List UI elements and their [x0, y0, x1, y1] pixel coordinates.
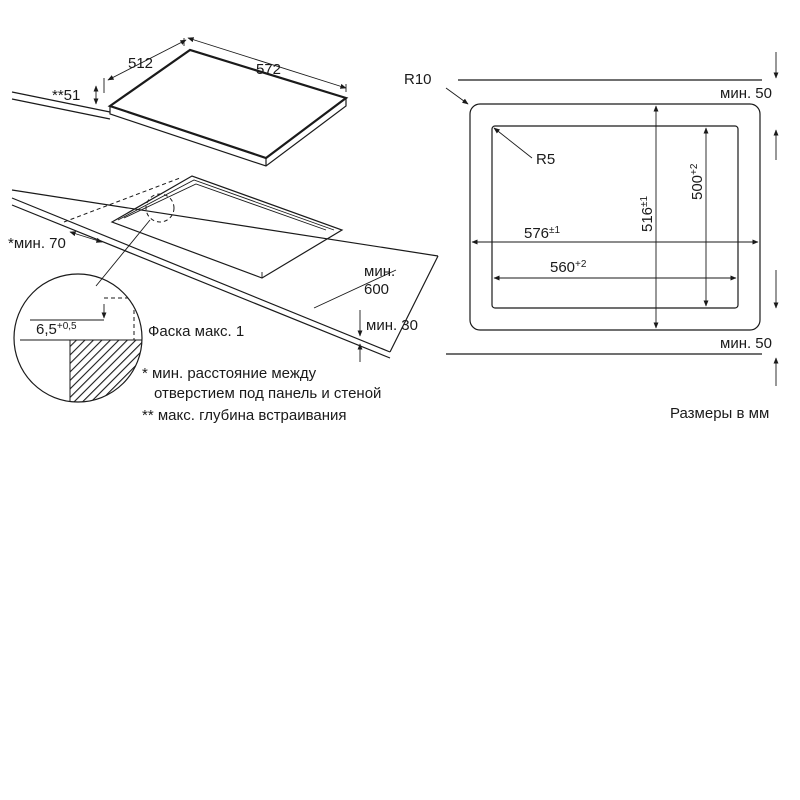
min-50-bottom-label: мин. 50: [720, 335, 772, 352]
min-600-label-line2: 600: [364, 281, 389, 298]
dim-512-label: 512: [128, 55, 153, 72]
footnote-1-line2: отверстием под панель и стеной: [154, 385, 381, 402]
countertop-with-cutout: [11, 175, 439, 359]
r10-leader: [445, 87, 469, 105]
dim-560-label: 560+2: [550, 259, 587, 276]
dim-572-line: [187, 37, 347, 89]
dim-512-line: [107, 39, 187, 81]
r5-leader: [493, 127, 533, 159]
min-600-leader: [313, 269, 397, 309]
dim-51-label: **51: [52, 87, 80, 104]
footnote-2: ** макс. глубина встраивания: [142, 407, 347, 424]
units-label: Размеры в мм: [670, 405, 769, 422]
min-30-label: мин. 30: [366, 317, 418, 334]
dim-576-label: 576±1: [524, 225, 561, 242]
upper-countertop-edge: [11, 91, 111, 113]
min-70-label: *мин. 70: [8, 235, 66, 252]
dim-6-5-label: 6,5+0,5: [36, 321, 77, 338]
r10-label: R10: [404, 71, 432, 88]
dim-516-label: 516±1: [639, 195, 656, 232]
cutout-outline: [491, 125, 739, 309]
r5-label: R5: [536, 151, 555, 168]
min-50-top-label: мин. 50: [720, 85, 772, 102]
min-600-label-line1: мин.: [364, 263, 395, 280]
hob-perspective-view: 512 572 **51 *мин. 70 мин. 600: [8, 37, 439, 424]
cutout-plan-view: мин. 50 R10 R5 576±1 560+2 516±1 500+2 м…: [404, 52, 779, 422]
dim-500-label: 500+2: [689, 163, 706, 200]
footnote-1-line1: * мин. расстояние между: [142, 365, 317, 382]
detail-leader: [95, 219, 151, 287]
hob-outline: [469, 103, 761, 331]
upper-countertop-edge-lower: [11, 98, 111, 120]
detail-source-circle: [145, 193, 175, 223]
chamfer-label: Фаска макс. 1: [148, 323, 244, 340]
dim-572-label: 572: [256, 61, 281, 78]
dim-min-70-line: [69, 231, 103, 243]
